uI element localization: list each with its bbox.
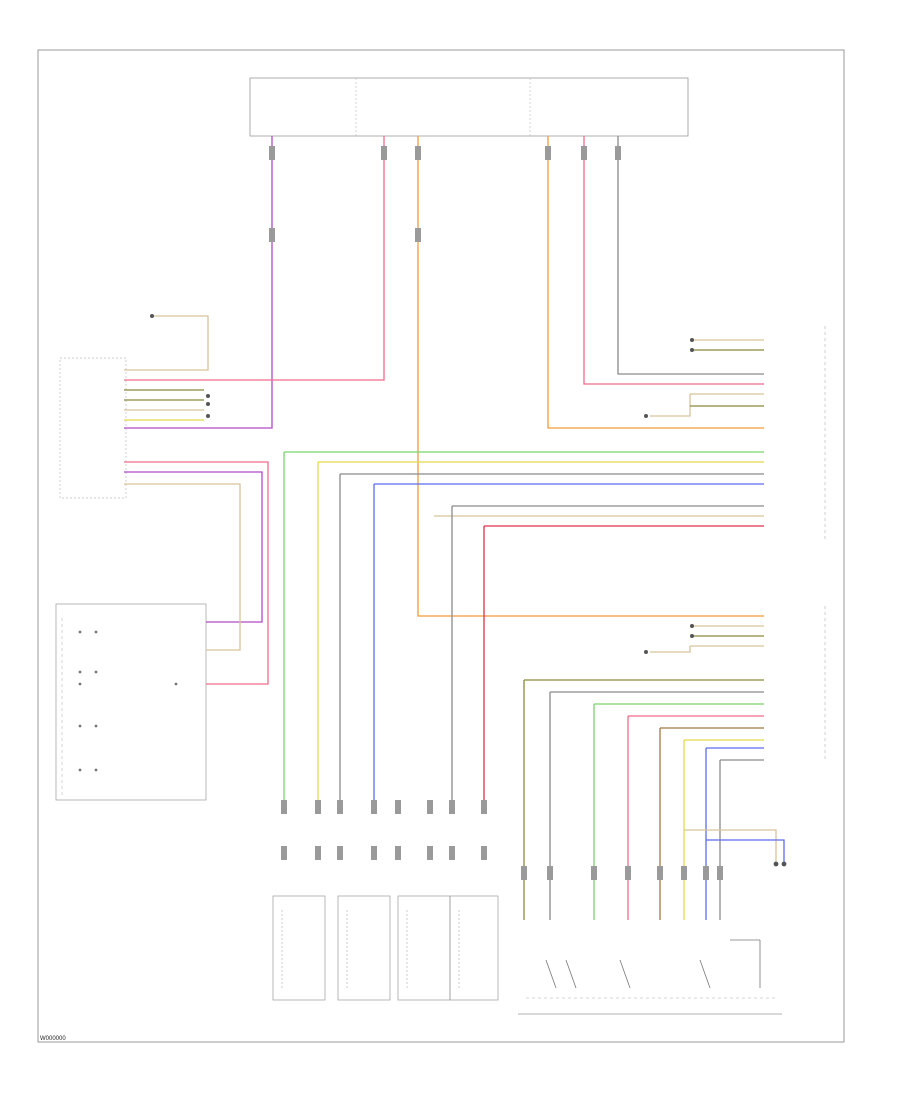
wire-tan-7 bbox=[650, 393, 764, 417]
wire-pink-1 bbox=[124, 136, 385, 381]
wire-gray-1 bbox=[617, 136, 764, 375]
steering-column-module bbox=[59, 357, 127, 499]
wire-tan-5 bbox=[684, 829, 777, 862]
wire-pink-4 bbox=[627, 715, 764, 920]
wire-blue-3 bbox=[706, 839, 785, 862]
diagram-frame bbox=[37, 49, 845, 1043]
steering-column-motors bbox=[272, 895, 499, 1001]
wire-red-1 bbox=[483, 525, 764, 800]
wire-purple bbox=[124, 136, 273, 429]
driver-seat-memory-switch bbox=[518, 939, 782, 1015]
wire-tan-3 bbox=[124, 483, 241, 651]
wire-tan-9 bbox=[650, 645, 764, 653]
wire-pink-3 bbox=[124, 461, 269, 685]
wires bbox=[124, 136, 785, 920]
fuse-box bbox=[249, 77, 689, 137]
ground-symbols bbox=[150, 314, 787, 867]
wire-gray-3 bbox=[451, 505, 764, 800]
wire-orange-2 bbox=[547, 136, 764, 429]
wire-tan-1 bbox=[124, 315, 209, 371]
connector-pins bbox=[269, 146, 723, 880]
wire-orange-1 bbox=[417, 136, 764, 617]
wire-pink-2 bbox=[583, 136, 764, 385]
wire-yellow-2 bbox=[317, 461, 764, 800]
wire-blue-1 bbox=[373, 483, 764, 800]
wire-green-2 bbox=[593, 703, 764, 920]
wire-gray-2 bbox=[339, 473, 764, 800]
steering-column-adjustment-switch bbox=[55, 603, 207, 801]
wire-purple-2 bbox=[124, 471, 263, 623]
wire-blue-2 bbox=[705, 747, 764, 920]
wire-gray-4 bbox=[549, 691, 764, 920]
page-code: W000000 bbox=[40, 1036, 66, 1042]
wire-brown-1 bbox=[659, 727, 764, 920]
wire-green-1 bbox=[283, 451, 764, 800]
